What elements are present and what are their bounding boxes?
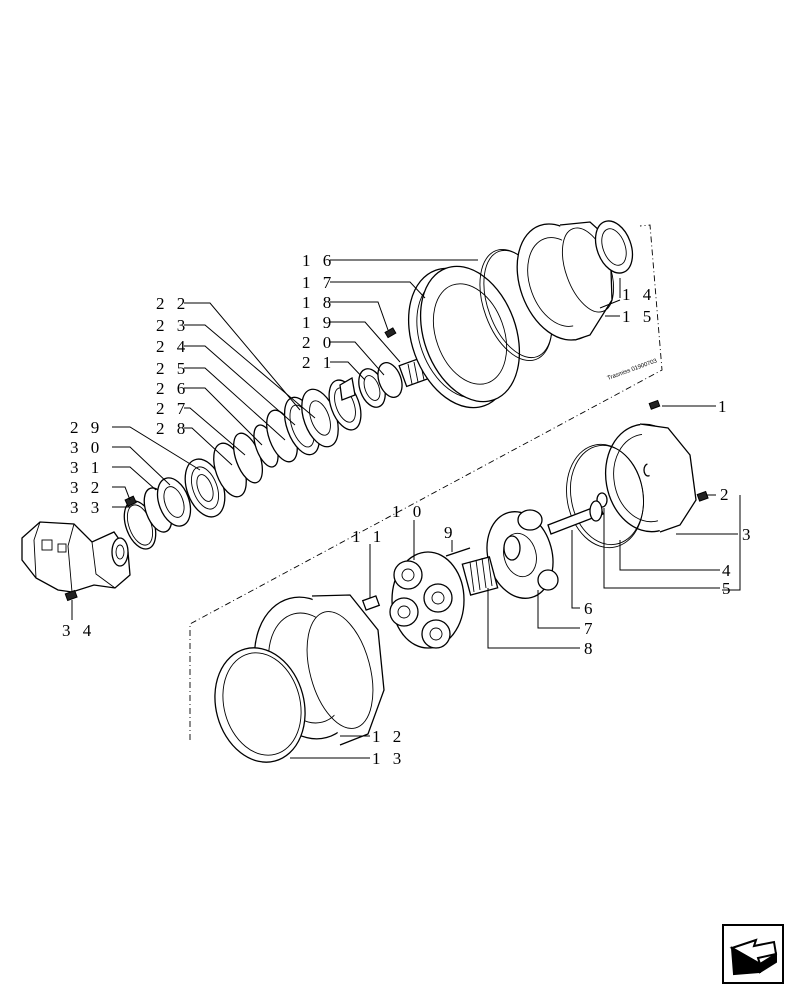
- callout-25: 2 5: [156, 359, 189, 378]
- callout-18: 1 8: [302, 293, 335, 312]
- callout-29: 2 9: [70, 418, 103, 437]
- leader-lines: [71, 259, 741, 759]
- callout-13: 1 3: [372, 749, 405, 768]
- carrier-plate: [486, 509, 559, 599]
- callout-24: 2 4: [156, 337, 189, 356]
- callout-5: 5: [722, 579, 735, 598]
- callout-26: 2 6: [156, 379, 189, 398]
- callout-32: 3 2: [70, 478, 103, 497]
- callout-labels: 1 2 3 4 5 6 7 8 9 1 0 1 1 1 2 1 3 1 4 1 …: [62, 251, 755, 768]
- seal-stack: [123, 327, 436, 550]
- callout-10: 1 0: [392, 502, 425, 521]
- ring-gear-carrier: [407, 265, 521, 409]
- callout-31: 3 1: [70, 458, 103, 477]
- drawing-reference-code: Trasmiss 01900703: [607, 358, 659, 382]
- callout-21: 2 1: [302, 353, 335, 372]
- cover-ring: [594, 220, 634, 274]
- callout-11: 1 1: [352, 527, 385, 546]
- callout-7: 7: [584, 619, 597, 638]
- callout-22: 2 2: [156, 294, 189, 313]
- callout-6: 6: [584, 599, 597, 618]
- callout-20: 2 0: [302, 333, 335, 352]
- callout-28: 2 8: [156, 419, 189, 438]
- callout-19: 1 9: [302, 313, 335, 332]
- next-page-arrow-icon: [722, 924, 784, 984]
- end-cover: [604, 399, 709, 533]
- callout-17: 1 7: [302, 273, 335, 292]
- sun-shaft: [547, 500, 604, 535]
- sun-gear: [461, 535, 521, 596]
- planet-pin: [361, 595, 381, 611]
- callout-34: 3 4: [62, 621, 95, 640]
- callout-12: 1 2: [372, 727, 405, 746]
- planet-gear-set: [389, 551, 465, 649]
- callout-9: 9: [444, 523, 457, 542]
- pin: [445, 547, 471, 557]
- face-seal-ring: [214, 647, 306, 763]
- callout-15: 1 5: [622, 307, 655, 326]
- callout-2: 2: [720, 485, 733, 504]
- callout-4: 4: [722, 561, 735, 580]
- callout-3: 3: [742, 525, 755, 544]
- callout-30: 3 0: [70, 438, 103, 457]
- hydraulic-motor: [21, 521, 131, 602]
- callout-23: 2 3: [156, 316, 189, 335]
- callout-14: 1 4: [622, 285, 655, 304]
- callout-1: 1: [718, 397, 731, 416]
- callout-27: 2 7: [156, 399, 189, 418]
- callout-8: 8: [584, 639, 597, 658]
- callout-16: 1 6: [302, 251, 335, 270]
- callout-33: 3 3: [70, 498, 103, 517]
- next-page-button[interactable]: [722, 924, 784, 984]
